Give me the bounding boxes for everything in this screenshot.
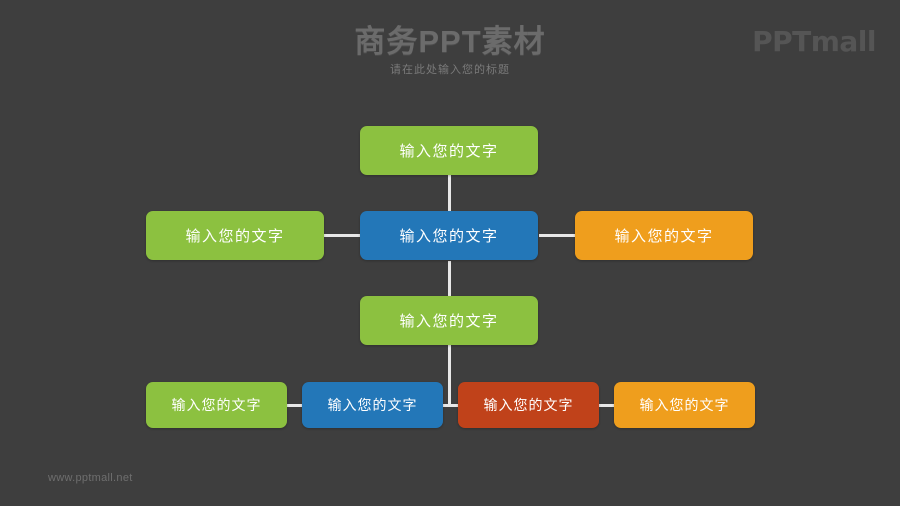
node-top-center[interactable]: 输入您的文字 [360,126,538,175]
page-subtitle: 请在此处输入您的标题 [390,64,510,76]
node-bottom-first[interactable]: 输入您的文字 [146,382,287,428]
node-label: 输入您的文字 [327,397,418,413]
connector-center-to-right [539,234,576,237]
node-middle-center[interactable]: 输入您的文字 [360,211,538,260]
page-title: 商务PPT素材 [354,24,546,59]
node-middle-right[interactable]: 输入您的文字 [575,211,753,260]
node-label: 输入您的文字 [185,228,285,245]
connector-bottom-third-to-fourth [599,404,619,407]
node-bottom-second[interactable]: 输入您的文字 [302,382,443,428]
connector-center-to-lower [448,261,451,296]
node-bottom-third[interactable]: 输入您的文字 [458,382,599,428]
connector-bottom-second-to-third [438,404,460,407]
brand-logo: PPTmall [752,25,876,58]
node-label: 输入您的文字 [483,397,574,413]
node-bottom-fourth[interactable]: 输入您的文字 [614,382,755,428]
node-label: 输入您的文字 [614,228,714,245]
node-label: 输入您的文字 [399,313,499,330]
node-label: 输入您的文字 [399,228,499,245]
node-label: 输入您的文字 [639,397,730,413]
node-label: 输入您的文字 [399,143,499,160]
node-label: 输入您的文字 [171,397,262,413]
footer-url: www.pptmall.net [48,472,133,484]
connector-left-to-center [323,234,360,237]
node-middle-left[interactable]: 输入您的文字 [146,211,324,260]
connector-lower-to-bottom-row [448,345,451,405]
connector-bottom-first-to-second [287,404,307,407]
connector-top-to-center [448,175,451,211]
node-lower-center[interactable]: 输入您的文字 [360,296,538,345]
